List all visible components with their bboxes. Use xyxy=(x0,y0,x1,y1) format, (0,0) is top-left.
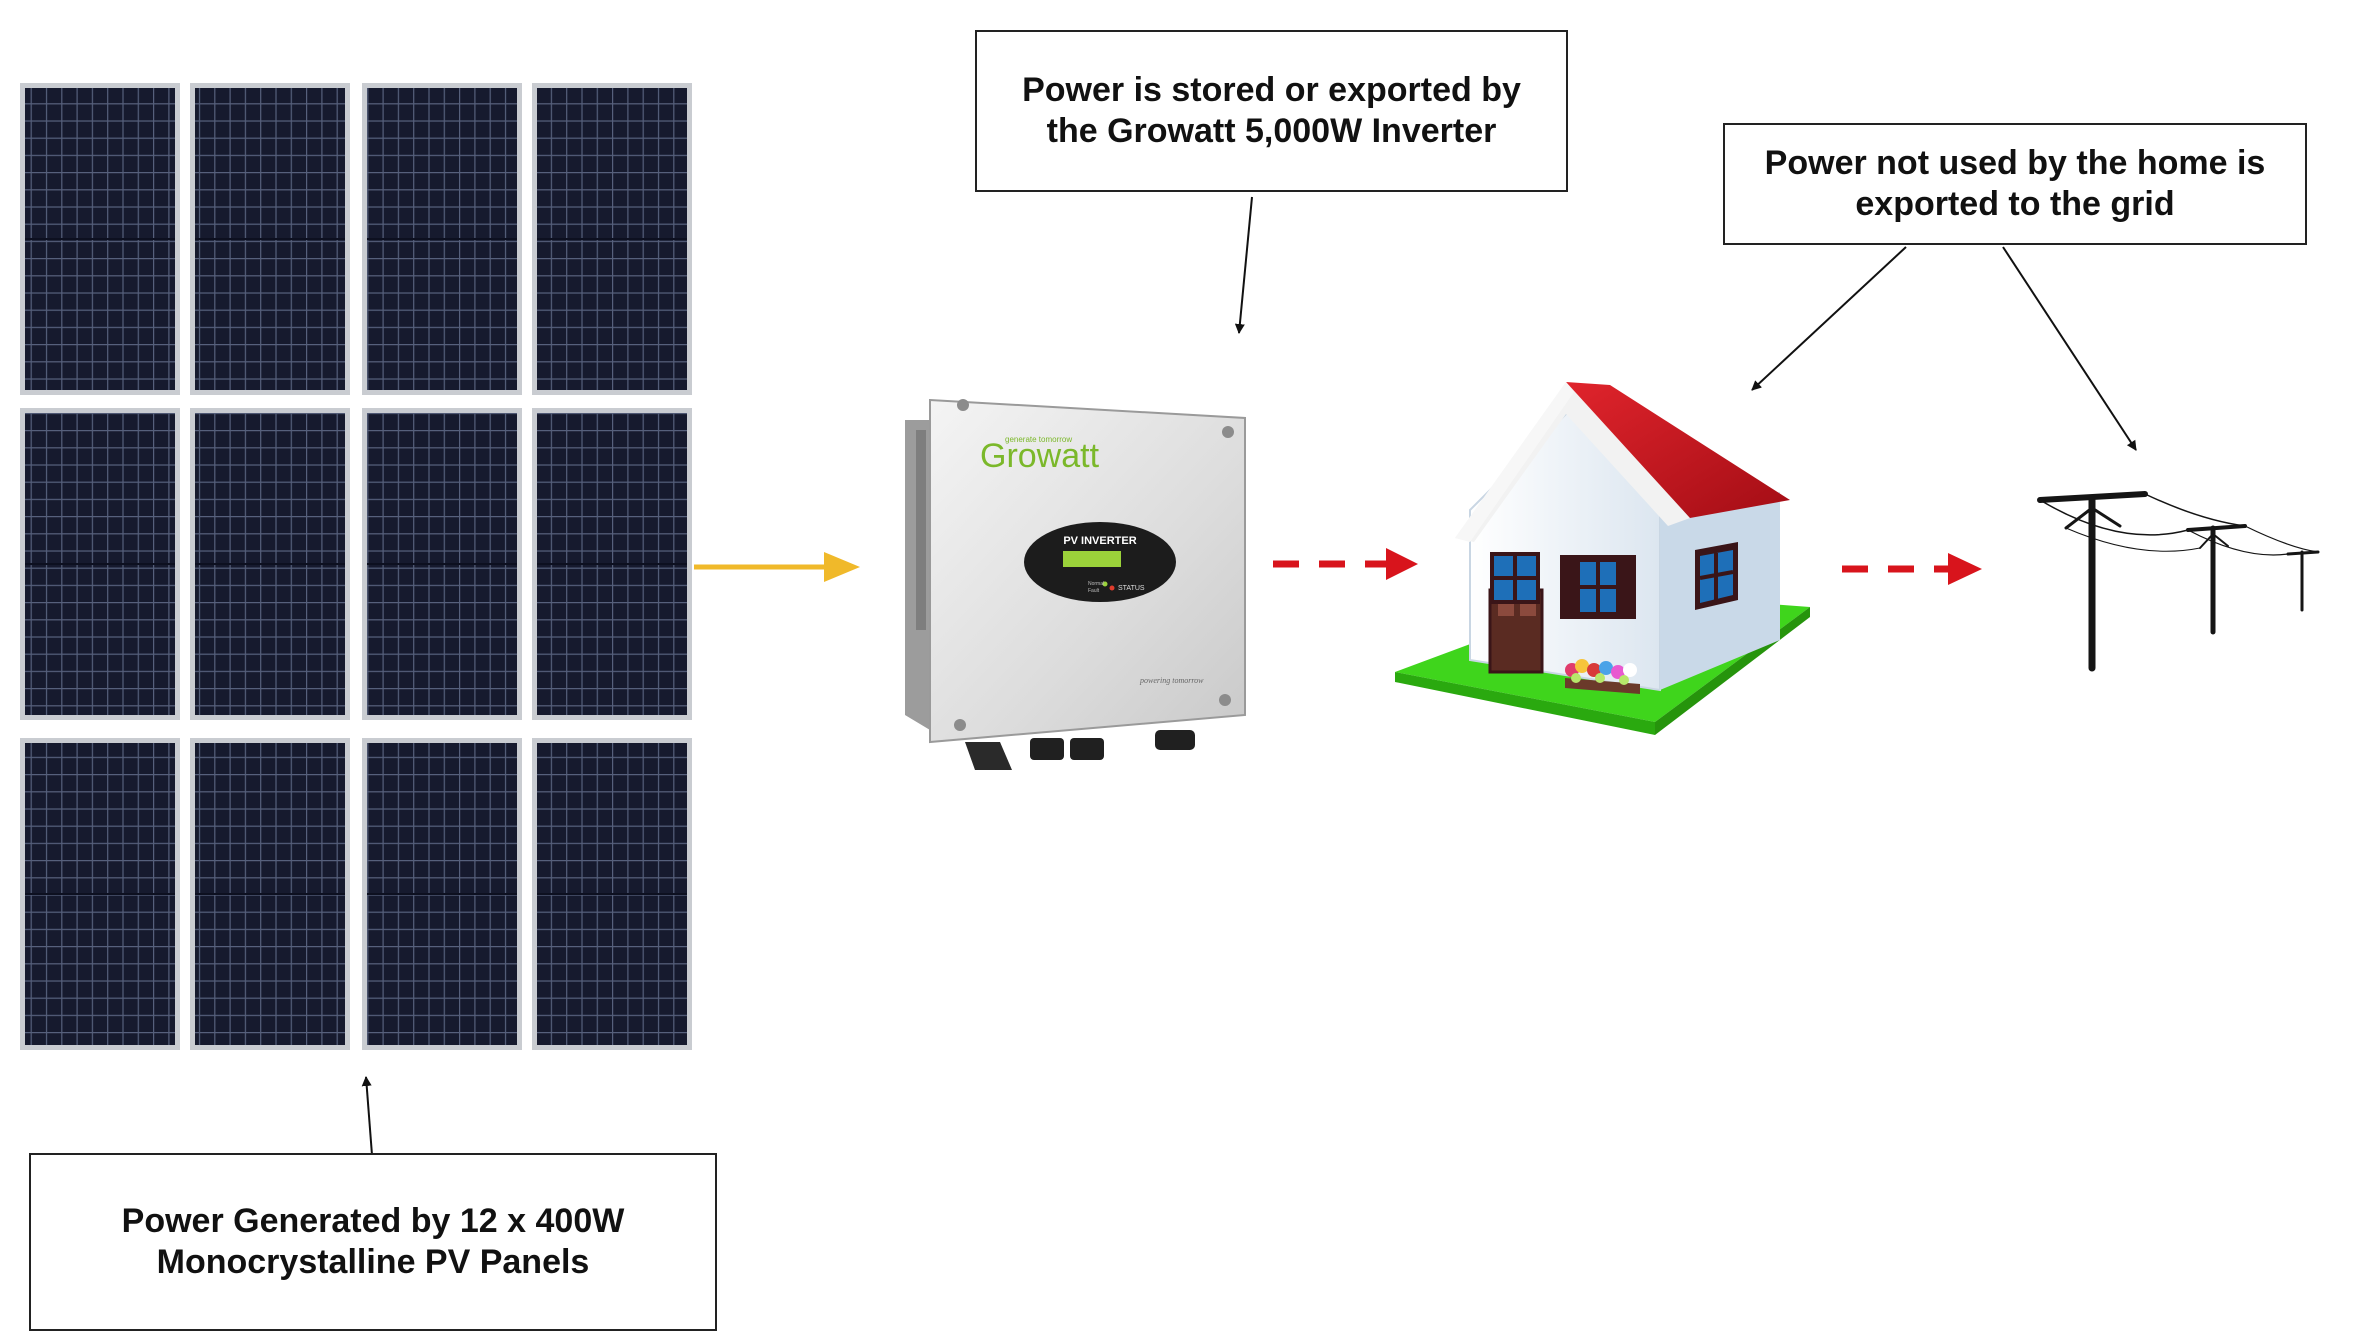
solar-panel-2 xyxy=(190,83,350,395)
panels-callout-line2: Monocrystalline PV Panels xyxy=(156,1243,590,1281)
solar-panel-7 xyxy=(362,408,522,720)
house xyxy=(1395,382,1810,735)
inverter-status-label: STATUS xyxy=(1118,585,1145,592)
growatt-brand-tagline: generate tomorrow xyxy=(1005,435,1072,444)
solar-to-inverter-arrow xyxy=(694,552,860,582)
utility-poles-grid xyxy=(2037,491,2320,672)
panels-callout-line1: Power Generated by 12 x 400W xyxy=(121,1202,625,1240)
inverter-slogan: powering tomorrow xyxy=(1139,676,1204,685)
solar-panel-array xyxy=(20,83,692,1050)
inverter-callout: Power is stored or exported by the Growa… xyxy=(975,30,1568,192)
solar-panel-10 xyxy=(190,738,350,1050)
house-window-side xyxy=(1695,542,1738,610)
panels-callout: Power Generated by 12 x 400W Monocrystal… xyxy=(29,1153,717,1331)
indicator-fault-label: Fault xyxy=(1088,588,1100,594)
inverter-callout-line1: Power is stored or exported by xyxy=(1022,71,1521,109)
solar-panel-4 xyxy=(532,83,692,395)
growatt-inverter: Growatt generate tomorrow PV INVERTER No… xyxy=(905,398,1246,770)
grid-callout-line1: Power not used by the home is xyxy=(1764,144,2266,182)
inverter-lcd-display xyxy=(1063,551,1121,567)
house-window-left xyxy=(1490,552,1540,604)
house-window-center xyxy=(1560,555,1636,619)
grid-callout-line2: exported to the grid xyxy=(1855,185,2175,223)
house-to-grid-arrow xyxy=(1842,553,1982,585)
solar-panel-8 xyxy=(532,408,692,720)
inverter-callout-line2: the Growatt 5,000W Inverter xyxy=(1046,112,1497,150)
flower-box xyxy=(1565,659,1640,694)
inverter-callout-pointer xyxy=(1234,196,1253,334)
grid-export-callout: Power not used by the home is exported t… xyxy=(1723,123,2307,245)
solar-panel-6 xyxy=(190,408,350,720)
house-callout-pointer xyxy=(1751,246,1907,391)
solar-panel-3 xyxy=(362,83,522,395)
indicator-normal-label: Normal xyxy=(1088,581,1104,587)
growatt-brand-logo: Growatt xyxy=(980,437,1100,475)
solar-panel-12 xyxy=(532,738,692,1050)
solar-panel-9 xyxy=(20,738,180,1050)
solar-panel-1 xyxy=(20,83,180,395)
inverter-to-house-arrow xyxy=(1273,548,1418,580)
solar-panel-11 xyxy=(362,738,522,1050)
pv-inverter-display-title: PV INVERTER xyxy=(1063,535,1136,547)
solar-panel-5 xyxy=(20,408,180,720)
grid-callout-pointer xyxy=(2002,246,2137,451)
panels-callout-pointer xyxy=(361,1076,373,1156)
